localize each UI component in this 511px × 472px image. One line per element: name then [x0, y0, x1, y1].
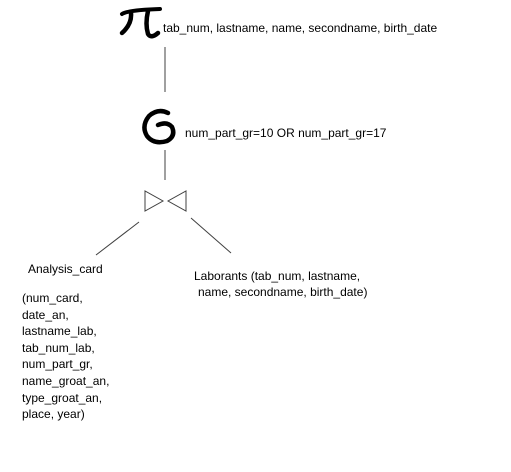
attribute-line: lastname_lab,	[22, 324, 97, 339]
attribute-line: place, year)	[22, 407, 85, 422]
attribute-line: tab_num_lab,	[22, 340, 95, 355]
selection-condition: num_part_gr=10 OR num_part_gr=17	[185, 126, 387, 140]
attribute-line: type_groat_an,	[22, 390, 103, 405]
right-relation-line-2: name, secondname, birth_date)	[198, 285, 368, 299]
attribute-line: num_part_gr,	[22, 357, 93, 372]
attribute-line: (num_card,	[22, 291, 83, 305]
projection-attributes: tab_num, lastname, name, secondname, bir…	[163, 21, 438, 35]
edge-join-right	[190, 217, 232, 254]
right-relation-line-1: Laborants (tab_num, lastname,	[194, 269, 361, 283]
right-relation: Laborants (tab_num, lastname, name, seco…	[194, 268, 367, 300]
attribute-line: date_an,	[22, 307, 69, 322]
attribute-line: name_groat_an,	[22, 373, 110, 388]
left-relation-attributes: (num_card, date_an, lastname_lab, tab_nu…	[22, 290, 109, 423]
pi-projection-icon	[119, 7, 162, 39]
edge-join-left	[95, 221, 140, 256]
left-relation-name: Analysis_card	[28, 262, 103, 276]
sigma-selection-icon	[142, 108, 176, 145]
bowtie-join-icon	[144, 190, 187, 212]
